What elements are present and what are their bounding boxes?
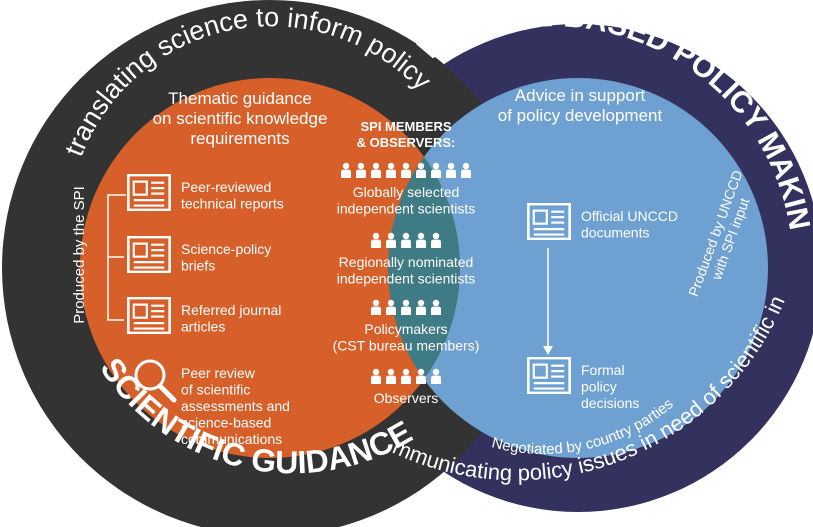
magnifier-icon [134, 359, 177, 403]
member-group: Policymakers(CST bureau members) [333, 299, 480, 354]
member-group: Observers [371, 368, 441, 406]
left-bracket [107, 194, 126, 321]
member-group-label: Policymakers(CST bureau members) [333, 321, 480, 354]
left-side-label: Produced by the SPI [71, 186, 88, 324]
center-heading: SPI MEMBERS& OBSERVERS: [357, 119, 456, 150]
member-group-label: Observers [374, 390, 439, 406]
right-inner-circle [388, 78, 768, 458]
flow-arrow [543, 248, 553, 355]
center-heading-text: SPI MEMBERS& OBSERVERS: [357, 119, 456, 150]
